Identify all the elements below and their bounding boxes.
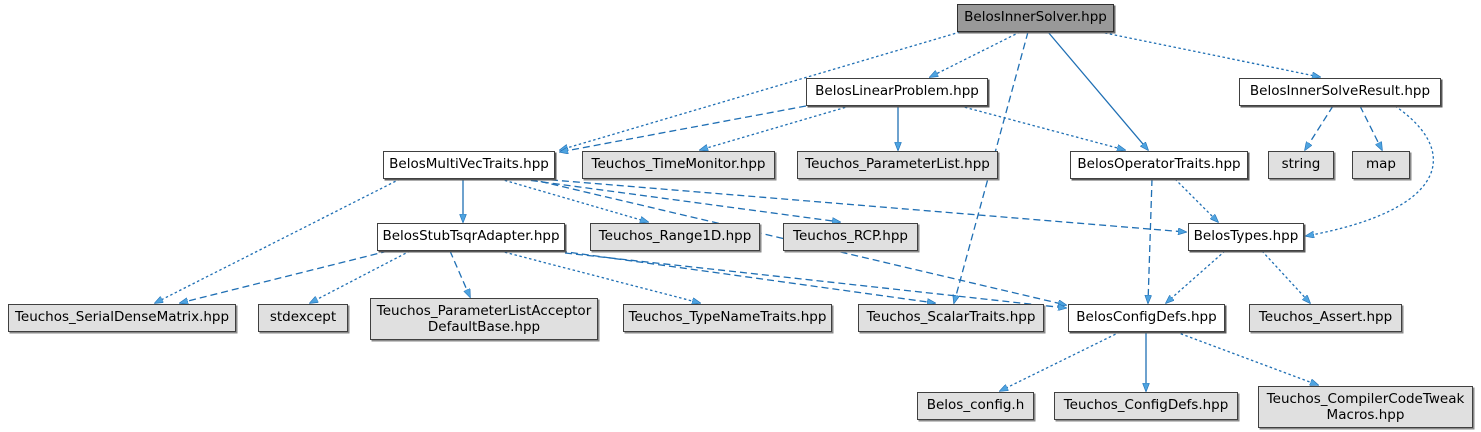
node-belos_linear_problem[interactable]: BelosLinearProblem.hpp (806, 78, 988, 106)
edge-belos_linear_problem-to-teuchos_time_monitor (700, 105, 851, 150)
edge-belos_multivec_traits-to-teuchos_serial_dense (155, 178, 401, 303)
edge-belos_stub_tsqr_adapter-to-teuchos_serial_dense (180, 250, 389, 303)
node-teuchos_typename_traits[interactable]: Teuchos_TypeNameTraits.hpp (623, 304, 832, 332)
edge-belos_multivec_traits-to-teuchos_rcp (519, 178, 840, 222)
edge-belos_stub_tsqr_adapter-to-teuchos_plad_base (449, 250, 470, 297)
edge-belos_types-to-teuchos_assert (1261, 250, 1310, 303)
node-belos_inner_solve_result[interactable]: BelosInnerSolveResult.hpp (1239, 78, 1441, 106)
node-belos_config_h[interactable]: Belos_config.h (917, 392, 1034, 420)
node-teuchos_rcp[interactable]: Teuchos_RCP.hpp (783, 223, 918, 251)
edge-belos_linear_problem-to-belos_operator_traits (959, 105, 1125, 150)
edge-belos_linear_problem-to-belos_multivec_traits (560, 105, 807, 152)
edge-belos_operator_traits-to-belos_types (1174, 178, 1218, 222)
node-teuchos_assert[interactable]: Teuchos_Assert.hpp (1249, 304, 1402, 332)
edge-belos_inner_solve_result-to-belos_types (1306, 105, 1434, 236)
edge-belos_inner_solve_result-to-string (1305, 105, 1334, 150)
node-belos_multivec_traits[interactable]: BelosMultiVecTraits.hpp (383, 151, 555, 179)
edge-belos_config_defs-to-belos_config_h (1000, 331, 1121, 391)
node-teuchos_serial_dense[interactable]: Teuchos_SerialDenseMatrix.hpp (8, 304, 236, 332)
edges-group (155, 31, 1434, 391)
node-belos_inner_solver[interactable]: BelosInnerSolver.hpp (957, 4, 1114, 32)
node-stdexcept[interactable]: stdexcept (258, 304, 348, 332)
edge-belos_inner_solver-to-belos_inner_solve_result (1099, 31, 1320, 77)
node-teuchos_ccm[interactable]: Teuchos_CompilerCodeTweak Macros.hpp (1258, 386, 1473, 428)
edge-belos_inner_solver-to-belos_linear_problem (930, 31, 1021, 77)
node-teuchos_scalar_traits[interactable]: Teuchos_ScalarTraits.hpp (858, 304, 1044, 332)
edge-belos_inner_solver-to-belos_operator_traits (1047, 31, 1148, 150)
edge-belos_stub_tsqr_adapter-to-stdexcept (310, 250, 411, 303)
node-teuchos_range1d[interactable]: Teuchos_Range1D.hpp (590, 223, 760, 251)
node-belos_stub_tsqr_adapter[interactable]: BelosStubTsqrAdapter.hpp (377, 223, 565, 251)
node-teuchos_config_defs[interactable]: Teuchos_ConfigDefs.hpp (1054, 392, 1238, 420)
node-string[interactable]: string (1268, 151, 1334, 179)
node-belos_types[interactable]: BelosTypes.hpp (1188, 223, 1304, 251)
edge-belos_multivec_traits-to-belos_types (539, 178, 1186, 232)
node-teuchos_plad_base[interactable]: Teuchos_ParameterListAcceptor DefaultBas… (370, 298, 598, 340)
edge-belos_inner_solve_result-to-map (1359, 105, 1382, 150)
edge-belos_config_defs-to-teuchos_ccm (1175, 331, 1318, 385)
node-teuchos_time_monitor[interactable]: Teuchos_TimeMonitor.hpp (582, 151, 775, 179)
node-belos_config_defs[interactable]: BelosConfigDefs.hpp (1068, 304, 1225, 332)
node-map[interactable]: map (1352, 151, 1410, 179)
node-teuchos_parameter_list[interactable]: Teuchos_ParameterList.hpp (797, 151, 998, 179)
edge-belos_inner_solver-to-teuchos_scalar_traits (954, 31, 1029, 303)
edge-belos_multivec_traits-to-teuchos_range1d (499, 178, 648, 222)
edge-belos_stub_tsqr_adapter-to-teuchos_typename_traits (499, 250, 700, 303)
edge-belos_stub_tsqr_adapter-to-teuchos_scalar_traits (559, 250, 935, 303)
edge-belos_stub_tsqr_adapter-to-belos_config_defs (564, 252, 1066, 308)
node-belos_operator_traits[interactable]: BelosOperatorTraits.hpp (1070, 151, 1248, 179)
edge-belos_operator_traits-to-belos_config_defs (1148, 178, 1153, 303)
edge-belos_types-to-belos_config_defs (1166, 250, 1226, 303)
